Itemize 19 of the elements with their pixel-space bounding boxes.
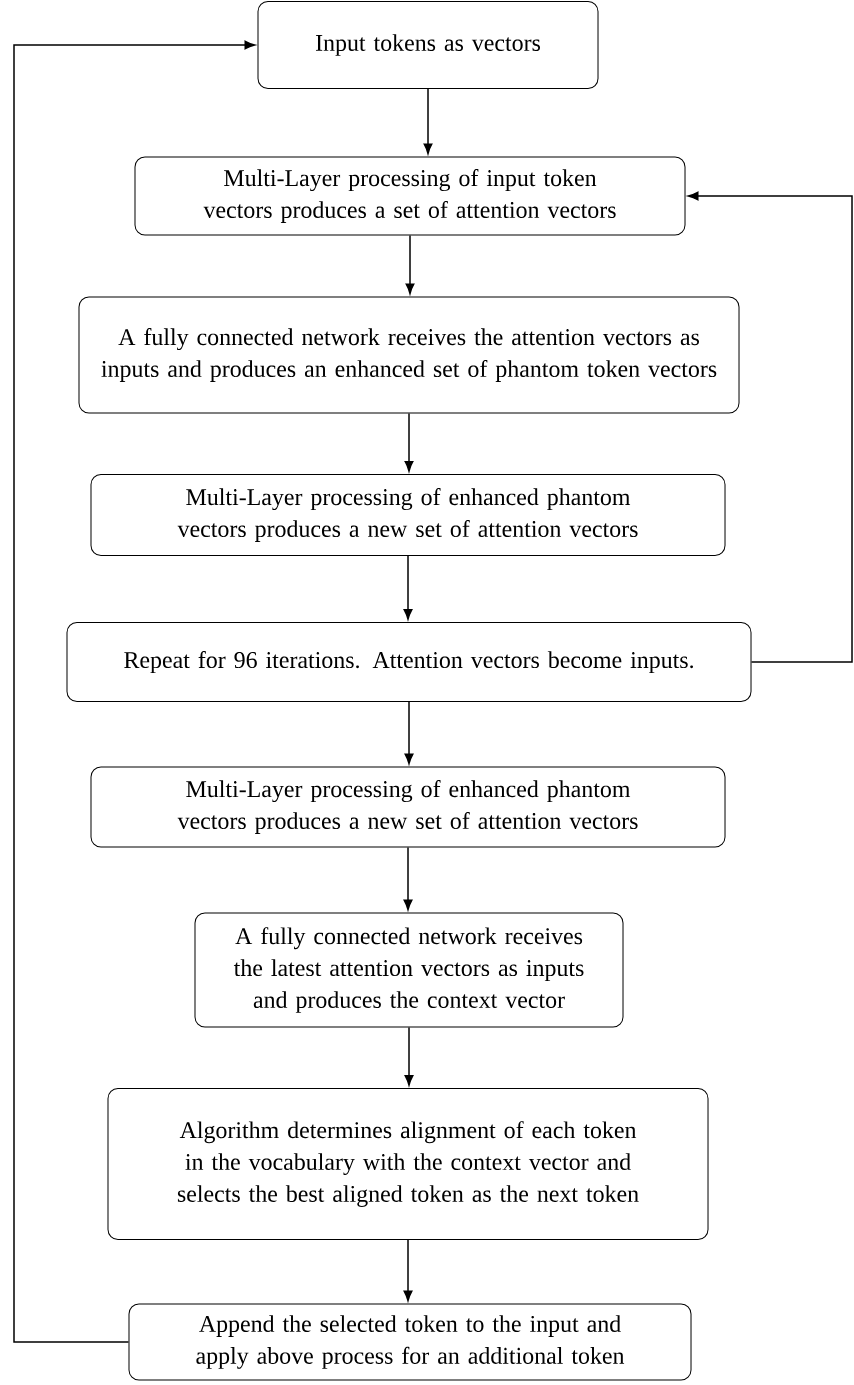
process-box: A fully connected network receives the latest attention vectors as inputs and produces the context vector <box>194 912 624 1028</box>
arrow <box>404 412 414 472</box>
arrow <box>687 191 853 663</box>
process-box: A fully connected network receives the attention vectors as inputs and produces an enhanced set of phantom token vectors <box>78 296 740 414</box>
arrow <box>405 234 415 295</box>
process-box: Multi-Layer processing of enhanced phantom vectors produces a new set of attention vectors <box>90 766 726 848</box>
process-box: Multi-Layer processing of enhanced phantom vectors produces a new set of attention vectors <box>90 474 726 556</box>
arrow <box>404 701 414 765</box>
arrow <box>13 40 256 1343</box>
process-box: Append the selected token to the input and apply above process for an additional token <box>128 1303 692 1381</box>
arrow <box>423 88 433 155</box>
arrow <box>403 846 413 911</box>
process-box: Algorithm determines alignment of each token in the vocabulary with the context vector and selects the best aligned token as the next token <box>107 1088 709 1240</box>
arrow <box>403 1239 413 1302</box>
arrow <box>403 555 413 620</box>
process-box: Repeat for 96 iterations. Attention vectors become inputs. <box>66 622 752 702</box>
process-box: Multi-Layer processing of input token vectors produces a set of attention vectors <box>134 156 686 236</box>
process-box: Input tokens as vectors <box>257 1 599 89</box>
arrow <box>404 1026 414 1086</box>
